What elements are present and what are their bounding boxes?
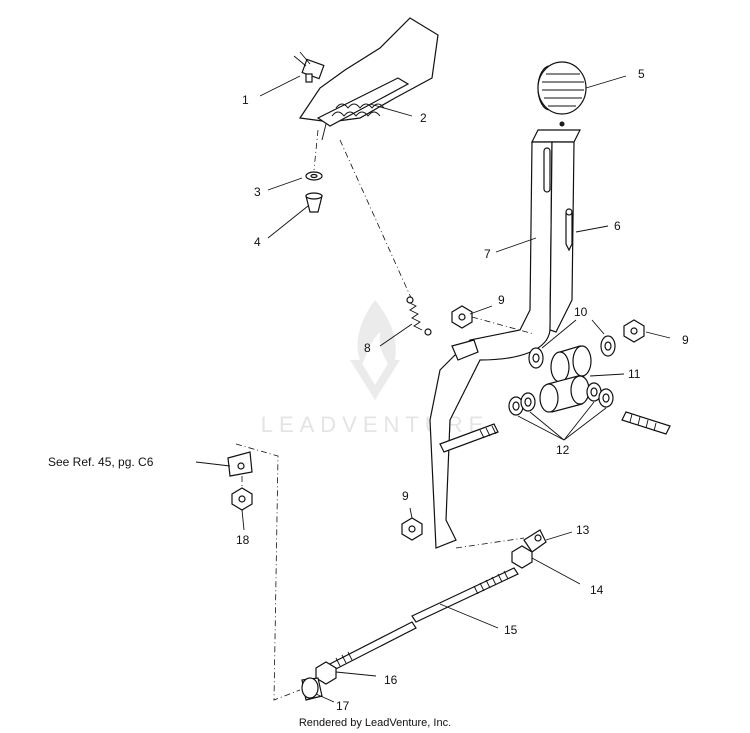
reference-note: See Ref. 45, pg. C6 xyxy=(48,455,154,469)
watermark-text: LEADVENTURE xyxy=(261,412,490,437)
part-pedal-pad-5 xyxy=(537,61,587,115)
part-nut-18 xyxy=(231,487,253,511)
part-washers-12 xyxy=(508,382,614,416)
callout-4: 4 xyxy=(254,235,261,249)
part-spring-8 xyxy=(406,296,432,336)
leader-lines xyxy=(195,75,671,703)
callout-9-lower: 9 xyxy=(402,489,409,503)
part-bumper-4 xyxy=(305,192,323,213)
callout-labels: 1 2 3 4 5 6 7 8 9 9 9 10 11 12 13 14 15 … xyxy=(236,67,689,713)
part-nut-9-lower xyxy=(401,517,423,541)
part-washer-10b xyxy=(600,335,616,357)
callout-12: 12 xyxy=(556,443,570,457)
part-pin-6 xyxy=(565,208,573,252)
watermark-flame-logo xyxy=(350,300,400,400)
part-nut-9-upper xyxy=(451,305,473,329)
callout-7: 7 xyxy=(484,247,491,261)
part-end-17 xyxy=(301,677,323,701)
callout-6: 6 xyxy=(614,219,621,233)
part-bushing-11 xyxy=(539,345,592,413)
callout-10: 10 xyxy=(574,305,588,319)
callout-16: 16 xyxy=(384,673,398,687)
callout-9-upper: 9 xyxy=(498,293,505,307)
part-nut-14 xyxy=(511,545,533,569)
footer-credit: Rendered by LeadVenture, Inc. xyxy=(299,717,451,729)
callout-5: 5 xyxy=(638,67,645,81)
callout-3: 3 xyxy=(254,185,261,199)
callout-15: 15 xyxy=(504,623,518,637)
frame-bracket xyxy=(298,17,439,141)
callout-17: 17 xyxy=(336,699,350,713)
part-washer-3 xyxy=(305,171,323,181)
callout-1: 1 xyxy=(242,93,249,107)
pivot-shaft xyxy=(439,411,671,453)
callout-9-right: 9 xyxy=(682,333,689,347)
part-pedal-arm-7 xyxy=(429,121,581,549)
part-switch xyxy=(293,51,325,83)
callout-2: 2 xyxy=(420,111,427,125)
callout-18: 18 xyxy=(236,533,250,547)
callout-8: 8 xyxy=(364,341,371,355)
callout-14: 14 xyxy=(590,583,604,597)
part-rod-15 xyxy=(321,567,519,675)
part-clevis-13 xyxy=(523,529,547,553)
callout-13: 13 xyxy=(576,523,590,537)
part-washer-10a xyxy=(528,347,544,369)
callout-11: 11 xyxy=(628,367,641,381)
ref-bracket xyxy=(227,451,253,477)
part-nut-9-right xyxy=(623,319,645,343)
